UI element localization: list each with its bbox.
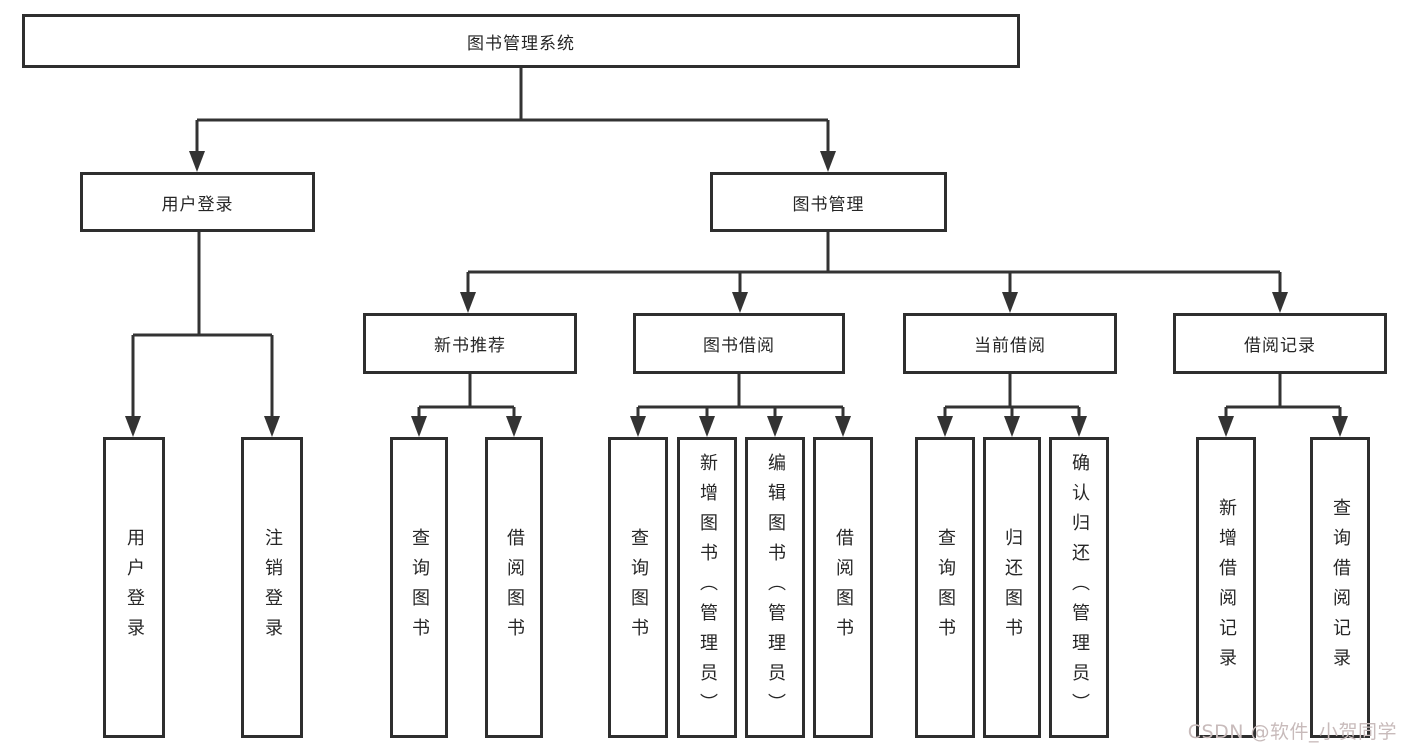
- node-label: 查询借阅记录: [1330, 497, 1351, 678]
- leaf-add-books-admin: 新增图书（管理员）: [677, 437, 737, 738]
- node-label: 新增图书（管理员）: [697, 452, 718, 723]
- node-user-login: 用户登录: [80, 172, 315, 232]
- leaf-borrow-books: 借阅图书: [813, 437, 873, 738]
- leaf-edit-books-admin: 编辑图书（管理员）: [745, 437, 805, 738]
- leaf-query-books-borrow: 查询图书: [608, 437, 668, 738]
- node-current-borrow: 当前借阅: [903, 313, 1117, 374]
- leaf-borrow-books-recommend: 借阅图书: [485, 437, 543, 738]
- node-label: 编辑图书（管理员）: [765, 452, 786, 723]
- node-label: 查询图书: [409, 527, 430, 648]
- node-label: 借阅图书: [833, 527, 854, 648]
- node-label: 当前借阅: [974, 336, 1046, 356]
- node-root-system: 图书管理系统: [22, 14, 1020, 68]
- leaf-confirm-return-admin: 确认归还（管理员）: [1049, 437, 1109, 738]
- leaf-logout-login: 注销登录: [241, 437, 303, 738]
- node-label: 借阅记录: [1244, 336, 1316, 356]
- node-book-borrow: 图书借阅: [633, 313, 845, 374]
- node-book-management: 图书管理: [710, 172, 947, 232]
- node-label: 新增借阅记录: [1216, 497, 1237, 678]
- node-label: 图书借阅: [703, 336, 775, 356]
- node-label: 用户登录: [124, 527, 145, 648]
- node-label: 借阅图书: [504, 527, 525, 648]
- leaf-add-borrow-record: 新增借阅记录: [1196, 437, 1256, 738]
- node-new-book-recommend: 新书推荐: [363, 313, 577, 374]
- node-borrow-records: 借阅记录: [1173, 313, 1387, 374]
- leaf-query-books-recommend: 查询图书: [390, 437, 448, 738]
- leaf-return-books: 归还图书: [983, 437, 1041, 738]
- node-label: 确认归还（管理员）: [1069, 452, 1090, 723]
- node-label: 查询图书: [935, 527, 956, 648]
- leaf-query-books-current: 查询图书: [915, 437, 975, 738]
- leaf-query-borrow-record: 查询借阅记录: [1310, 437, 1370, 738]
- node-label: 新书推荐: [434, 336, 506, 356]
- node-label: 用户登录: [161, 194, 234, 215]
- node-label: 图书管理: [792, 194, 865, 215]
- node-label: 图书管理系统: [467, 33, 575, 54]
- leaf-user-login: 用户登录: [103, 437, 165, 738]
- node-label: 归还图书: [1002, 527, 1023, 648]
- node-label: 查询图书: [628, 527, 649, 648]
- node-label: 注销登录: [262, 527, 283, 648]
